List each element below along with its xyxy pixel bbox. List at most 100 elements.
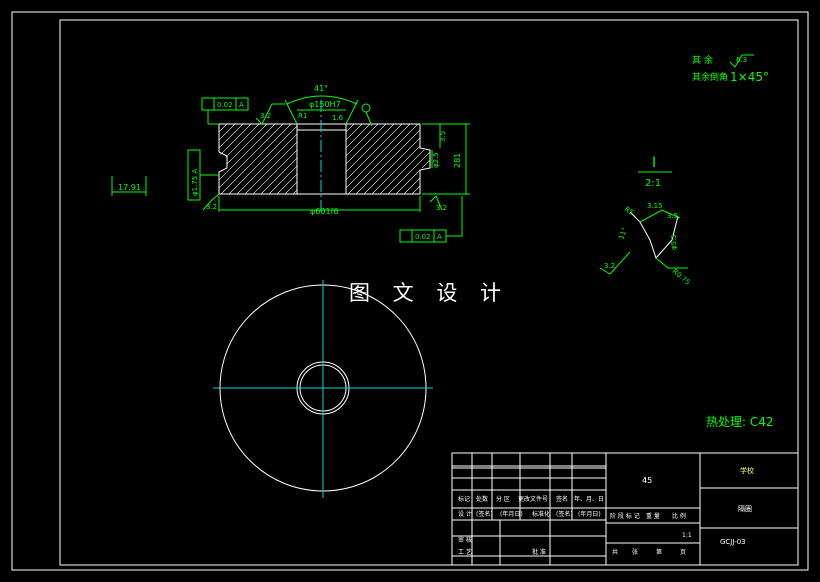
top-view [213, 280, 433, 498]
roughness-symbol-a [255, 103, 285, 125]
hatch-line [219, 124, 268, 194]
hatch-line [219, 124, 252, 194]
bottom-tol-symbol [399, 229, 413, 243]
title-block-grid [452, 453, 606, 565]
detail-leader-c [655, 257, 688, 269]
hatch-line [219, 124, 244, 194]
hatch-line [346, 124, 395, 194]
tb-drawing-no: GCJJ-03 [720, 538, 746, 546]
hatch-line [346, 124, 347, 194]
detail-dim-c: R0.75 [671, 267, 692, 286]
tb-design-1: (签名) [476, 510, 493, 518]
tb-stage-2: 比 例 [672, 512, 686, 520]
hatch-line [219, 124, 284, 194]
tb-design-0: 设 计 [458, 510, 472, 518]
tb-design-3: 标准化 [532, 510, 550, 518]
hatch-line [219, 124, 236, 194]
hatch-line [244, 124, 297, 194]
remaining-roughness: 6.3 [736, 56, 747, 64]
heat-treatment: 热处理: C42 [706, 415, 774, 429]
radius-top-text: R1 [298, 112, 307, 120]
tb-stage-1: 重 量 [646, 512, 660, 520]
tb-school: 学校 [740, 466, 754, 475]
hatch-line [346, 124, 363, 194]
angle-arc [286, 95, 358, 105]
hatch-line [379, 124, 430, 194]
hatch-line [236, 124, 297, 194]
hatch-line [252, 124, 297, 194]
hatch-line [346, 124, 387, 194]
title-block-frame [451, 452, 799, 566]
detail-angle: 11° [617, 226, 629, 240]
tb-scale: 1:1 [682, 532, 692, 539]
hatch-line [346, 124, 411, 194]
watermark-text: 图 文 设 计 [349, 281, 509, 305]
tb-design-5: (年月日) [578, 510, 601, 518]
tb-stage-0: 阶 段 标 记 [610, 512, 640, 520]
top-tol-value: 0.02 [217, 101, 233, 109]
bottom-tol-leader [446, 196, 463, 237]
angle-leg-right [345, 99, 359, 125]
inner-frame [59, 19, 799, 566]
detail-dim-a: 3.5 [667, 212, 678, 220]
tb-row-label-4: 签名 [556, 495, 568, 503]
angle-leg-left [284, 99, 298, 125]
hatch-line [260, 124, 297, 194]
hatch-line [387, 124, 430, 194]
tb-row-label-2: 分 区 [496, 495, 510, 503]
side-tol-text: φ1.75 A [191, 169, 199, 196]
top-tol-symbol [201, 97, 215, 111]
tb-row-label-5: 年、月、日 [574, 495, 604, 503]
hatch-line [346, 124, 379, 194]
hatch-line [268, 124, 297, 194]
hatch-line [346, 124, 371, 194]
hatch-line [347, 124, 419, 194]
tb-process: 工 艺 [458, 548, 472, 556]
hatch-line [363, 124, 430, 194]
detail-profile [629, 211, 679, 259]
angle-text: 41° [314, 84, 328, 93]
datum-circle [361, 103, 371, 113]
hatch-line [220, 124, 292, 194]
bottom-tol-value: 0.02 [415, 233, 431, 241]
outer-dim-text: φ601f6 [310, 207, 338, 216]
roughness-b-text: 3.2 [436, 204, 447, 212]
top-tol-datum: A [239, 101, 244, 109]
roughness-symbol-c [202, 193, 220, 211]
tb-row-label-1: 处数 [476, 495, 488, 503]
title-block: 45 学校 隔圈 GCJJ-03 1:1 标记 处数 分 区 更改文件号 签名 … [451, 452, 799, 566]
bore-dim-text: φ150H7 [309, 100, 341, 109]
section-outline-left [218, 123, 298, 195]
roughness-d-text: 1.6 [332, 114, 344, 122]
hatch-line [276, 124, 297, 194]
detail-dim-e: φ5.5 [670, 234, 678, 250]
hatch-line [395, 124, 430, 194]
general-notes: 其 余 6.3 其余倒角 1×45° 热处理: C42 [692, 54, 774, 429]
tb-sheet-2: 第 [656, 548, 662, 556]
tb-review: 审 核 [458, 536, 472, 544]
tb-row-label-0: 标记 [458, 495, 470, 503]
offset-dim-text: 17.91 [118, 183, 141, 192]
tb-part-name: 隔圈 [738, 504, 752, 513]
chamfer-label: 其余倒角 [692, 71, 728, 83]
hatch-line [292, 124, 297, 194]
remaining-roughness-symbol [729, 54, 754, 68]
bottom-tol-datum: A [437, 233, 442, 241]
hatch-line [371, 124, 430, 194]
top-tol-datum-box [235, 97, 249, 111]
chamfer-value: 1×45° [730, 70, 769, 84]
outer-frame [11, 11, 809, 571]
hatch-right [346, 124, 430, 194]
hatch-line [355, 124, 427, 194]
detail-title: I [652, 155, 656, 171]
detail-dim-top [639, 209, 681, 223]
hatch-line [403, 124, 430, 194]
front-view: φ601f6 41° φ150H7 R1 1.6 281 3.5 φ2.5 3.… [111, 84, 470, 243]
hatch-line [228, 124, 297, 194]
tb-sheet-0: 共 [612, 548, 618, 556]
tb-design-4: (签名) [556, 510, 573, 518]
hatch-left [219, 124, 297, 194]
hatch-line [219, 124, 220, 194]
remaining-label: 其 余 [692, 54, 713, 66]
